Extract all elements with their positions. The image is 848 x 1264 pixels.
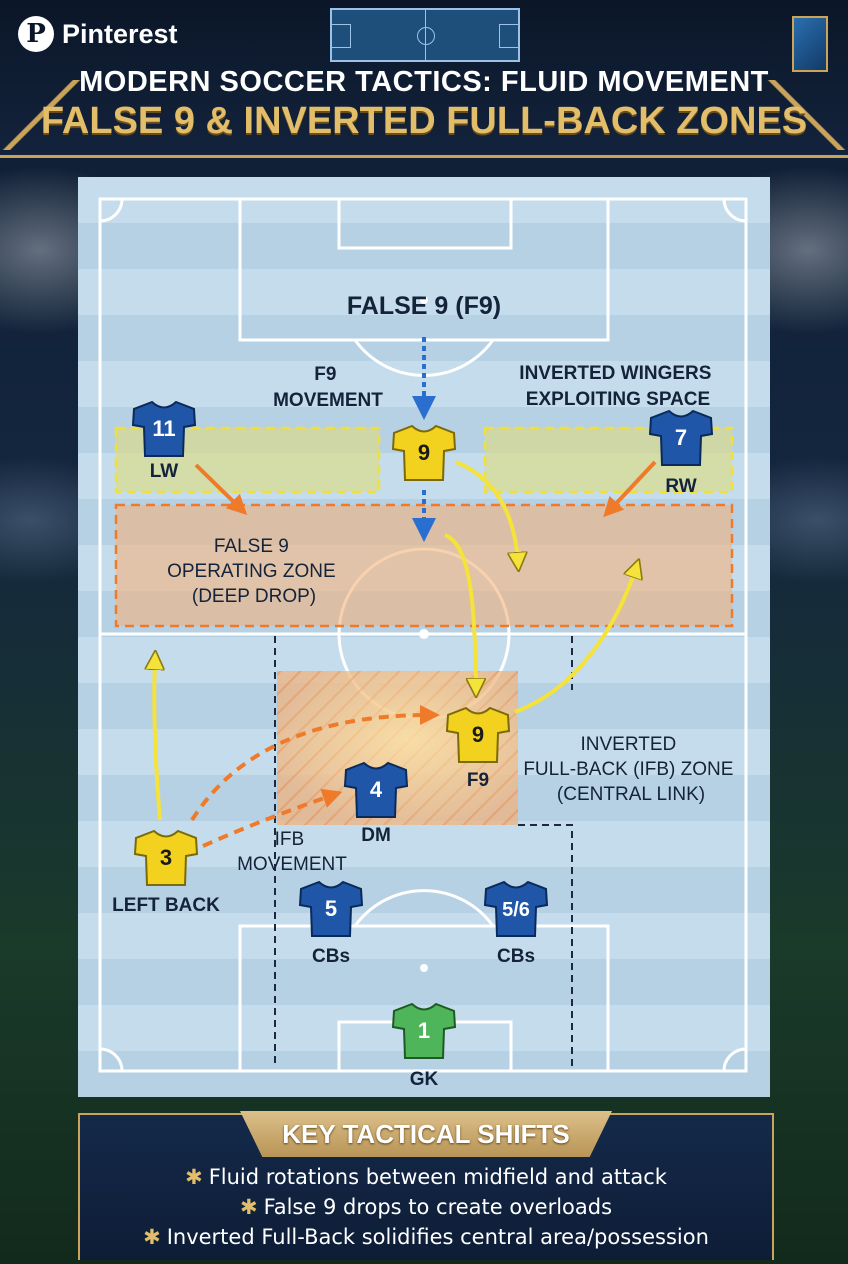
key-shift-item: ✱Inverted Full-Back solidifies central a… bbox=[143, 1225, 709, 1249]
player-left-back[interactable]: 3 LEFT BACK bbox=[112, 830, 220, 916]
rw-arrow bbox=[603, 460, 657, 518]
pinterest-icon: P bbox=[18, 16, 54, 52]
mini-pitch-icon bbox=[330, 8, 520, 62]
f9-movement-label: F9 bbox=[314, 364, 336, 385]
star-icon: ✱ bbox=[239, 1195, 258, 1219]
player-rw[interactable]: 7 RW bbox=[649, 410, 713, 497]
wing-zone-left bbox=[114, 426, 381, 494]
player-number: 7 bbox=[675, 425, 687, 450]
player-number: 5 bbox=[325, 896, 337, 921]
ifb-arrow-upper bbox=[190, 705, 440, 822]
player-number: 4 bbox=[370, 777, 383, 802]
f9-drop-arrow bbox=[444, 533, 476, 688]
title-line-2: FALSE 9 & INVERTED FULL-BACK ZONES bbox=[40, 100, 808, 142]
ifb-arrow-lower bbox=[202, 788, 343, 848]
star-icon: ✱ bbox=[185, 1165, 203, 1189]
lb-overlap-arrow bbox=[154, 660, 160, 821]
inverted-wingers-label-2: EXPLOITING SPACE bbox=[526, 389, 710, 410]
key-shift-item: ✱False 9 drops to create overloads bbox=[239, 1195, 613, 1219]
player-number: 5/6 bbox=[502, 899, 530, 921]
player-number: 9 bbox=[418, 440, 430, 465]
svg-text:F9 MOVEMENT: F9 MOVEMENT bbox=[273, 364, 383, 411]
player-number: 11 bbox=[152, 416, 175, 441]
player-cb-right[interactable]: 5/6 CBs bbox=[484, 881, 548, 967]
player-label: LEFT BACK bbox=[112, 895, 220, 916]
false9-heading: FALSE 9 (F9) bbox=[347, 292, 501, 320]
player-number: 9 bbox=[472, 722, 484, 747]
player-label: F9 bbox=[467, 770, 489, 791]
player-number: 3 bbox=[160, 845, 172, 870]
f9-to-wing-arrow bbox=[514, 568, 636, 714]
player-f9[interactable]: 9 F9 bbox=[446, 707, 510, 791]
player-number: 1 bbox=[418, 1018, 430, 1043]
f9-to-space-arrow bbox=[455, 460, 518, 562]
operating-zone-label: FALSE 9 bbox=[214, 536, 289, 557]
svg-text:IFB MOVEMENT: IFB MOVEMENT bbox=[237, 829, 347, 875]
svg-text:FALSE 9 OPERATING ZONE: FALSE 9 OPERATING ZONE (DEEP DROP) bbox=[167, 536, 341, 607]
player-label: CBs bbox=[312, 946, 350, 967]
player-label: LW bbox=[150, 461, 179, 482]
key-shift-item: ✱Fluid rotations between midfield and at… bbox=[185, 1165, 667, 1189]
key-shifts-panel: KEY TACTICAL SHIFTS ✱Fluid rotations bet… bbox=[78, 1111, 774, 1260]
title-line-1: MODERN SOCCER TACTICS: FLUID MOVEMENT bbox=[79, 66, 769, 98]
key-shifts-list: ✱Fluid rotations between midfield and at… bbox=[80, 1162, 772, 1252]
gold-deco-right bbox=[738, 80, 848, 150]
pitch-spots bbox=[419, 296, 429, 972]
operating-zone-label-2: OPERATING ZONE bbox=[167, 561, 336, 582]
key-shifts-title: KEY TACTICAL SHIFTS bbox=[240, 1111, 612, 1157]
ifb-zone-label: INVERTED bbox=[580, 734, 676, 755]
player-cb-left[interactable]: 5 CBs bbox=[299, 881, 363, 967]
inverted-wingers-label: INVERTED WINGERS bbox=[519, 363, 711, 384]
players-layer: 11 LW 9 7 RW 9 F9 4 DM bbox=[112, 401, 713, 1090]
player-gk[interactable]: 1 GK bbox=[392, 1003, 456, 1090]
pinterest-logo[interactable]: P Pinterest bbox=[18, 16, 178, 52]
flag-icon bbox=[792, 16, 828, 72]
player-label: CBs bbox=[497, 946, 535, 967]
player-label: DM bbox=[361, 825, 391, 846]
player-label: GK bbox=[410, 1069, 439, 1090]
ifb-zone-label-3: (CENTRAL LINK) bbox=[557, 784, 705, 805]
ifb-movement-label-2: MOVEMENT bbox=[237, 854, 347, 875]
gold-deco-left bbox=[0, 80, 110, 150]
ifb-zone-label-2: FULL-BACK (IFB) ZONE bbox=[523, 759, 733, 780]
star-icon: ✱ bbox=[143, 1225, 161, 1249]
movement-arrows bbox=[154, 337, 657, 848]
player-label: RW bbox=[665, 476, 696, 497]
player-lw[interactable]: 11 LW bbox=[132, 401, 196, 482]
pinterest-wordmark: Pinterest bbox=[62, 18, 178, 49]
svg-text:INVERTED WINGERS EXPLO: INVERTED WINGERS EXPLOITING SPACE bbox=[519, 363, 716, 410]
f9-movement-label-2: MOVEMENT bbox=[273, 390, 383, 411]
ifb-zone-boundary bbox=[274, 636, 573, 1068]
operating-zone-label-3: (DEEP DROP) bbox=[192, 586, 316, 607]
lw-arrow bbox=[194, 463, 248, 515]
player-dm[interactable]: 4 DM bbox=[344, 762, 408, 846]
ifb-movement-label: IFB bbox=[275, 829, 305, 850]
header: P Pinterest MODERN SOCCER TACTICS: FLUID… bbox=[0, 0, 848, 158]
player-f9-top[interactable]: 9 bbox=[392, 425, 456, 481]
svg-text:INVERTED FULL-BACK (IF: INVERTED FULL-BACK (IFB) ZONE (CENTRAL L… bbox=[523, 734, 738, 805]
